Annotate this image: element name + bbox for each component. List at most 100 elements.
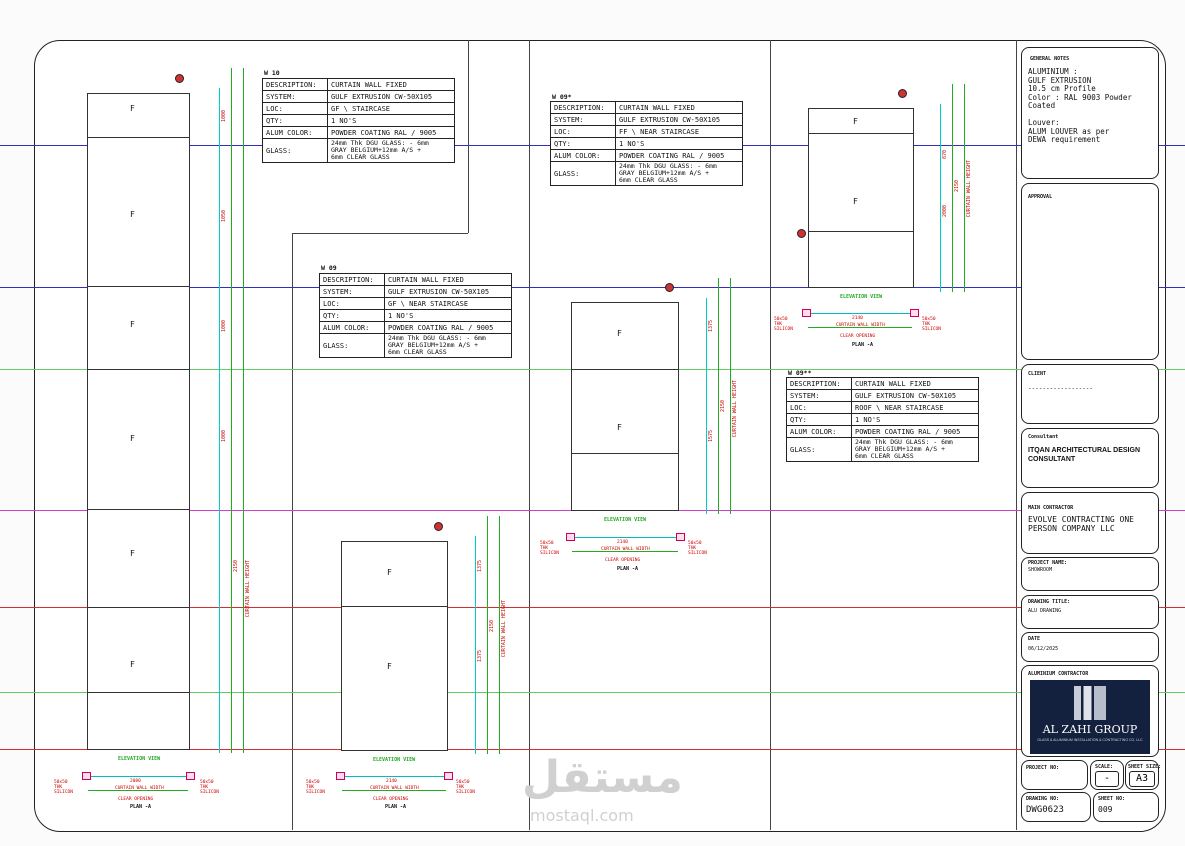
sill-text: 50x50 THK SILICON bbox=[774, 317, 793, 332]
w09s-spec-table: DESCRIPTION:CURTAIN WALL FIXED SYSTEM:GU… bbox=[550, 101, 743, 186]
scale-label: SCALE: bbox=[1095, 764, 1114, 770]
panel-label: F bbox=[130, 320, 135, 329]
dim-text: CURTAIN WALL HEIGHT bbox=[501, 600, 507, 658]
spec-value: CURTAIN WALL FIXED bbox=[384, 273, 512, 286]
dim-text: 1000 bbox=[221, 320, 227, 333]
spec-label: LOC: bbox=[319, 297, 385, 310]
w09ss-elevation-frame[interactable]: F F bbox=[808, 108, 914, 288]
spec-label: QTY: bbox=[319, 309, 385, 322]
sheet-size-value: A3 bbox=[1135, 773, 1149, 784]
dim-text: 2150 bbox=[489, 620, 495, 633]
dim-line bbox=[964, 84, 965, 292]
logo-skyline bbox=[1074, 686, 1106, 720]
plan-line bbox=[808, 327, 912, 328]
spec-value: 1 NO'S bbox=[615, 137, 743, 150]
dim-text: 2150 bbox=[233, 560, 239, 573]
main-contractor-value: EVOLVE CONTRACTING ONE PERSON COMPANY LL… bbox=[1028, 515, 1134, 533]
mullion bbox=[809, 133, 913, 134]
elevation-label: ELEVATION VIEW bbox=[604, 517, 647, 523]
glass-line: 24mm Thk DGU GLASS: - 6mm bbox=[619, 162, 717, 170]
spec-label: QTY: bbox=[786, 413, 852, 426]
plan-label: PLAN -A bbox=[130, 804, 152, 810]
panel-label: F bbox=[387, 568, 392, 577]
spec-value: POWDER COATING RAL / 9005 bbox=[327, 126, 455, 139]
panel-label: F bbox=[617, 329, 622, 338]
glass-line: 6mm CLEAR GLASS bbox=[388, 348, 447, 356]
clear-opening-label: CLEAR OPENING bbox=[840, 334, 876, 339]
approval-box: APPROVAL bbox=[1021, 183, 1159, 360]
spec-value: GULF EXTRUSION CW-50X105 bbox=[851, 389, 979, 402]
plan-line bbox=[342, 790, 446, 791]
mullion bbox=[88, 607, 189, 608]
dim-text: 2000 bbox=[942, 205, 948, 218]
plan-dim: 2140 bbox=[617, 540, 628, 545]
panel-label: F bbox=[387, 662, 392, 671]
main-contractor-label: MAIN CONTRACTOR bbox=[1028, 505, 1074, 511]
spec-value: GULF EXTRUSION CW-50X105 bbox=[615, 113, 743, 126]
w09-spec-table: DESCRIPTION:CURTAIN WALL FIXED SYSTEM:GU… bbox=[319, 273, 512, 358]
mullion bbox=[342, 606, 447, 607]
scale-value: - bbox=[1103, 773, 1111, 784]
section-marker bbox=[175, 74, 184, 83]
plan-text: CURTAIN WALL WIDTH bbox=[836, 323, 885, 328]
aluminium-contractor-label: ALUMINIUM CONTRACTOR bbox=[1028, 671, 1089, 677]
dim-line bbox=[706, 298, 707, 514]
dim-line bbox=[487, 516, 488, 754]
sheet-size-value-box: A3 bbox=[1129, 771, 1155, 787]
project-name-label: PROJECT NAME: bbox=[1028, 560, 1068, 566]
sill-text: 50x50 THK SILICON bbox=[306, 780, 325, 795]
sill-text: 50x50 THK SILICON bbox=[200, 780, 219, 795]
spec-label: QTY: bbox=[550, 137, 616, 150]
w09s-elevation-frame[interactable]: F F bbox=[571, 302, 679, 511]
spec-label: ALUM COLOR: bbox=[550, 149, 616, 162]
dim-line bbox=[231, 68, 232, 753]
spec-value: POWDER COATING RAL / 9005 bbox=[851, 425, 979, 438]
w10-elevation-frame[interactable]: F F F F F F bbox=[87, 93, 190, 750]
sheet-size-box: SHEET SIZE: A3 bbox=[1125, 760, 1162, 790]
section-marker bbox=[797, 229, 806, 238]
sheet-no-label: SHEET NO: bbox=[1098, 796, 1126, 802]
spec-label: ALUM COLOR: bbox=[262, 126, 328, 139]
plan-line bbox=[808, 313, 912, 314]
spec-label: GLASS: bbox=[262, 138, 328, 163]
dim-text: CURTAIN WALL HEIGHT bbox=[966, 160, 972, 218]
dim-text: CURTAIN WALL HEIGHT bbox=[732, 380, 738, 438]
dim-text: 870 bbox=[942, 150, 948, 160]
drawing-title-label: DRAWING TITLE: bbox=[1028, 599, 1071, 605]
section-marker bbox=[434, 522, 443, 531]
spec-value: CURTAIN WALL FIXED bbox=[615, 101, 743, 114]
plan-box bbox=[186, 772, 195, 780]
panel-label: F bbox=[130, 660, 135, 669]
consultant-value: ITQAN ARCHITECTURAL DESIGN CONSULTANT bbox=[1028, 447, 1140, 463]
dim-line bbox=[243, 68, 244, 753]
dim-text: 2150 bbox=[954, 180, 960, 193]
spec-label: SYSTEM: bbox=[262, 90, 328, 103]
glass-line: 24mm Thk DGU GLASS: - 6mm bbox=[388, 334, 486, 342]
spec-value: GULF EXTRUSION CW-50X105 bbox=[327, 90, 455, 103]
drawing-no-label: DRAWING NO: bbox=[1026, 796, 1060, 802]
w09-elevation-frame[interactable]: F F bbox=[341, 541, 448, 751]
general-notes-label: GENERAL NOTES bbox=[1030, 56, 1070, 62]
w10-spec-table: DESCRIPTION:CURTAIN WALL FIXED SYSTEM:GU… bbox=[262, 78, 455, 163]
glass-line: 6mm CLEAR GLASS bbox=[855, 452, 914, 460]
dim-line bbox=[219, 88, 220, 753]
glass-line: GRAY BELGIUM+12mm A/S + bbox=[331, 146, 422, 154]
drawing-title-box: DRAWING TITLE: ALU DRAWING bbox=[1021, 595, 1159, 629]
glass-line: 6mm CLEAR GLASS bbox=[331, 153, 390, 161]
general-notes-box: GENERAL NOTES ALUMINIUM : GULF EXTRUSION… bbox=[1021, 47, 1159, 179]
elevation-label: ELEVATION VIEW bbox=[373, 757, 416, 763]
date-label: DATE bbox=[1028, 636, 1041, 642]
panel-label: F bbox=[617, 423, 622, 432]
spec-value: GULF EXTRUSION CW-50X105 bbox=[384, 285, 512, 298]
sheet-size-label: SHEET SIZE: bbox=[1128, 764, 1162, 770]
plan-dim: 2080 bbox=[130, 779, 141, 784]
divider-step-v bbox=[468, 40, 469, 233]
mullion bbox=[809, 231, 913, 232]
logo-subtext: GLASS & ALUMINIUM INSTALLATION & CONTRAC… bbox=[1037, 738, 1143, 742]
panel-label: F bbox=[130, 210, 135, 219]
plan-box bbox=[82, 772, 91, 780]
plan-box bbox=[566, 533, 575, 541]
divider-step bbox=[292, 233, 468, 234]
